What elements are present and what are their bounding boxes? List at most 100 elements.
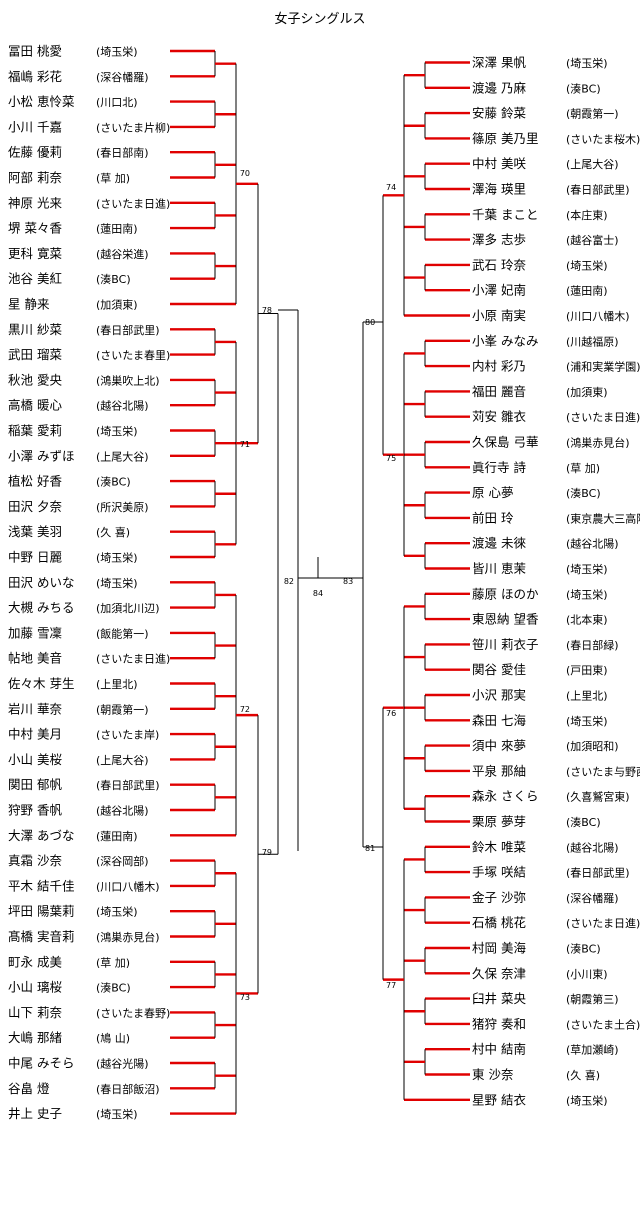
left-player-name: 岩川 華奈: [8, 701, 62, 716]
left-player-school: (蓮田南): [96, 829, 138, 843]
left-player-school: (湊BC): [96, 981, 131, 995]
left-player-name: 小山 璃桜: [8, 980, 62, 995]
right-player-name: 関谷 愛佳: [472, 662, 526, 677]
left-player-school: (埼玉栄): [96, 1107, 138, 1121]
right-player-name: 皆川 恵茉: [472, 561, 526, 576]
left-player-name: 植松 好香: [8, 474, 62, 489]
left-player-name: 真霜 沙奈: [8, 853, 62, 868]
left-player-name: 大槻 みちる: [8, 600, 74, 615]
left-player-name: 秋池 愛央: [8, 372, 62, 387]
left-player-name: 山下 莉奈: [8, 1005, 62, 1020]
right-player-name: 臼井 菜央: [472, 991, 526, 1006]
left-player-name: 平木 結千佳: [8, 878, 74, 893]
right-player-school: (埼玉栄): [566, 562, 608, 576]
right-player-school: (上尾大谷): [566, 157, 619, 171]
right-player-school: (川越福原): [566, 334, 619, 348]
left-player-name: 小山 美桜: [8, 752, 62, 767]
match-number: 80: [365, 318, 375, 327]
left-player-name: 堺 菜々香: [8, 221, 62, 236]
left-player-name: 稲葉 愛莉: [8, 423, 62, 438]
match-number: 77: [386, 981, 396, 990]
bracket-labels: 冨田 桃愛(埼玉栄)福嶋 彩花(深谷幡羅)小松 恵怜菜(川口北)小川 千嘉(さい…: [8, 44, 640, 1122]
right-player-school: (埼玉栄): [566, 56, 608, 70]
left-player-name: 井上 史子: [8, 1106, 62, 1121]
match-number: 83: [343, 577, 353, 586]
right-player-name: 森田 七海: [472, 713, 526, 728]
right-player-school: (越谷北陽): [566, 840, 619, 854]
right-player-school: (深谷幡羅): [566, 891, 619, 905]
right-player-name: 安藤 鈴菜: [472, 106, 526, 121]
right-player-name: 渡邊 乃麻: [472, 80, 526, 95]
right-player-name: 村中 結南: [472, 1042, 526, 1057]
left-player-name: 黒川 紗菜: [8, 322, 62, 337]
left-player-school: (鳩 山): [96, 1031, 130, 1045]
right-player-name: 福田 麗音: [472, 384, 526, 399]
left-player-name: 帖地 美音: [8, 651, 62, 666]
right-player-name: 澤海 瑛里: [472, 182, 526, 197]
right-player-name: 原 心夢: [472, 485, 513, 500]
left-player-school: (川口八幡木): [96, 879, 160, 893]
left-player-name: 更科 寛菜: [8, 246, 62, 261]
match-number: 82: [284, 577, 294, 586]
right-player-school: (朝霞第一): [566, 107, 619, 121]
right-player-school: (加須東): [566, 386, 608, 399]
left-player-school: (埼玉栄): [96, 905, 138, 919]
left-player-school: (加須東): [96, 299, 138, 312]
left-player-name: 冨田 桃愛: [8, 44, 62, 59]
right-player-school: (春日部武里): [566, 183, 630, 197]
left-player-name: 谷畠 燈: [8, 1081, 50, 1096]
right-player-name: 石橋 桃花: [472, 915, 526, 930]
left-player-school: (埼玉栄): [96, 424, 138, 438]
left-player-name: 小川 千嘉: [8, 119, 62, 134]
right-player-name: 東 沙奈: [472, 1067, 514, 1082]
left-player-name: 福嶋 彩花: [8, 69, 62, 84]
left-player-name: 浅葉 美羽: [8, 524, 62, 539]
left-player-name: 武田 瑠菜: [8, 347, 62, 362]
match-number: 71: [240, 440, 250, 449]
right-player-name: 千葉 まこと: [472, 207, 538, 222]
right-player-school: (久 喜): [566, 1069, 600, 1082]
right-player-name: 小峯 みなみ: [472, 333, 538, 348]
right-player-school: (さいたま与野西): [566, 765, 640, 778]
left-player-school: (春日部南): [96, 146, 149, 160]
right-player-name: 中村 美咲: [472, 156, 526, 171]
right-player-school: (埼玉栄): [566, 258, 608, 272]
right-player-name: 鈴木 唯菜: [472, 839, 526, 854]
right-player-school: (さいたま土合): [566, 1017, 640, 1031]
right-player-name: 栗原 夢芽: [472, 814, 526, 829]
left-player-name: 神原 光来: [8, 195, 62, 210]
left-player-name: 中尾 みそら: [8, 1056, 74, 1071]
right-player-name: 内村 彩乃: [472, 359, 526, 374]
left-player-school: (上尾大谷): [96, 449, 149, 463]
left-player-name: 加藤 雪凜: [8, 625, 62, 640]
right-player-name: 笹川 莉衣子: [472, 637, 538, 652]
right-player-name: 武石 玲奈: [472, 257, 526, 272]
right-player-school: (湊BC): [566, 81, 601, 95]
right-player-name: 星野 結衣: [472, 1092, 526, 1107]
match-number: 72: [240, 705, 250, 714]
match-number: 78: [262, 306, 272, 315]
right-player-name: 藤原 ほのか: [472, 586, 539, 601]
right-player-school: (埼玉栄): [566, 1093, 608, 1107]
right-player-name: 篠原 美乃里: [472, 131, 538, 146]
left-player-name: 髙橋 実音莉: [8, 929, 74, 944]
right-player-name: 苅安 雛衣: [472, 409, 526, 424]
left-player-school: (草 加): [96, 172, 130, 185]
right-player-school: (鴻巣赤見台): [566, 436, 630, 450]
right-player-name: 平泉 那紬: [472, 763, 526, 778]
left-player-name: 田沢 夕奈: [8, 499, 62, 514]
right-player-name: 前田 玲: [472, 510, 514, 525]
right-player-school: (加須昭和): [566, 740, 619, 753]
right-player-school: (朝霞第三): [566, 992, 619, 1006]
left-player-school: (さいたま日進): [96, 653, 170, 666]
right-player-school: (湊BC): [566, 942, 601, 956]
right-player-school: (川口八幡木): [566, 309, 630, 323]
left-player-name: 小松 恵怜菜: [8, 94, 75, 109]
left-player-school: (埼玉栄): [96, 576, 138, 590]
left-player-school: (上尾大谷): [96, 753, 149, 767]
left-player-name: 池谷 美紅: [8, 271, 62, 286]
right-player-school: (戸田東): [566, 664, 608, 677]
right-player-name: 東恩納 望香: [472, 612, 539, 627]
right-player-name: 小原 南実: [472, 308, 526, 323]
left-player-name: 高橋 暖心: [8, 398, 62, 413]
